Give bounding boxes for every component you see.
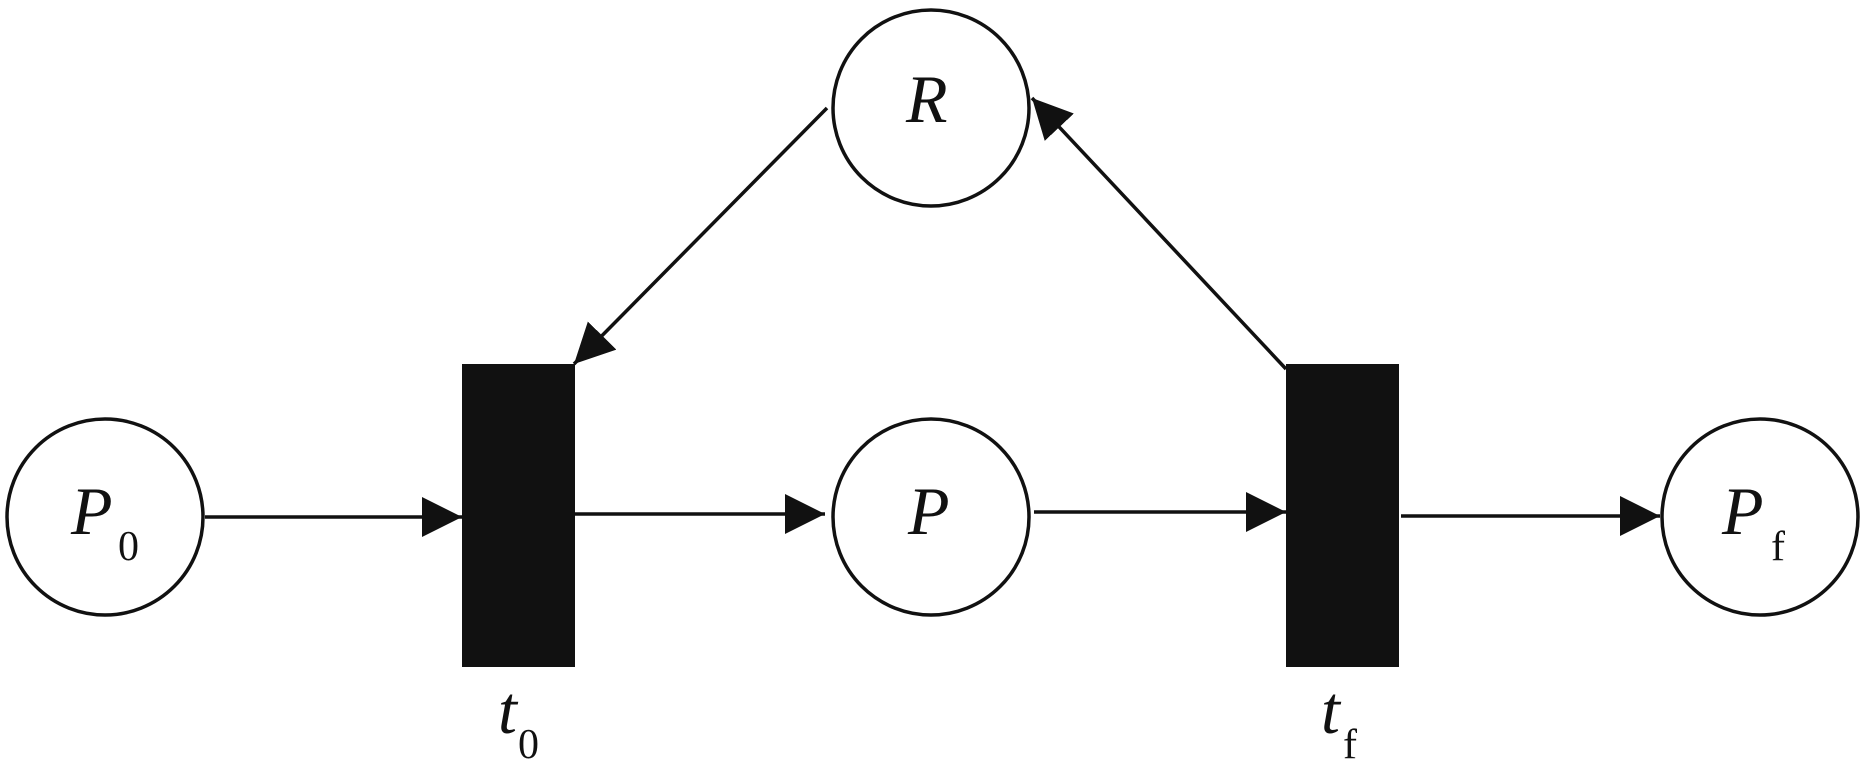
label-tf-main: t [1321, 672, 1342, 748]
label-p0-main: P [70, 473, 113, 549]
label-t0-sub: 0 [518, 722, 539, 767]
label-p0: P 0 [70, 473, 139, 570]
label-t0: t 0 [498, 672, 539, 767]
transition-tf [1286, 364, 1399, 667]
label-p-main: P [907, 473, 950, 549]
label-t0-main: t [498, 672, 519, 748]
arc-tf-to-r [1030, 96, 1288, 371]
label-tf-sub: f [1343, 722, 1357, 767]
place-r [831, 8, 1031, 208]
place-pf [1660, 417, 1860, 617]
label-p0-sub: 0 [118, 524, 139, 570]
label-r: R [905, 61, 948, 137]
label-p: P [907, 473, 950, 549]
transition-t0 [462, 364, 575, 667]
label-r-main: R [905, 61, 948, 137]
label-tf: t f [1321, 672, 1357, 767]
label-pf-main: P [1721, 473, 1764, 549]
label-pf: P f [1721, 473, 1785, 570]
place-p [831, 417, 1031, 617]
arc-r-to-t0 [572, 106, 829, 366]
label-pf-sub: f [1771, 524, 1785, 570]
place-p0 [5, 417, 205, 617]
